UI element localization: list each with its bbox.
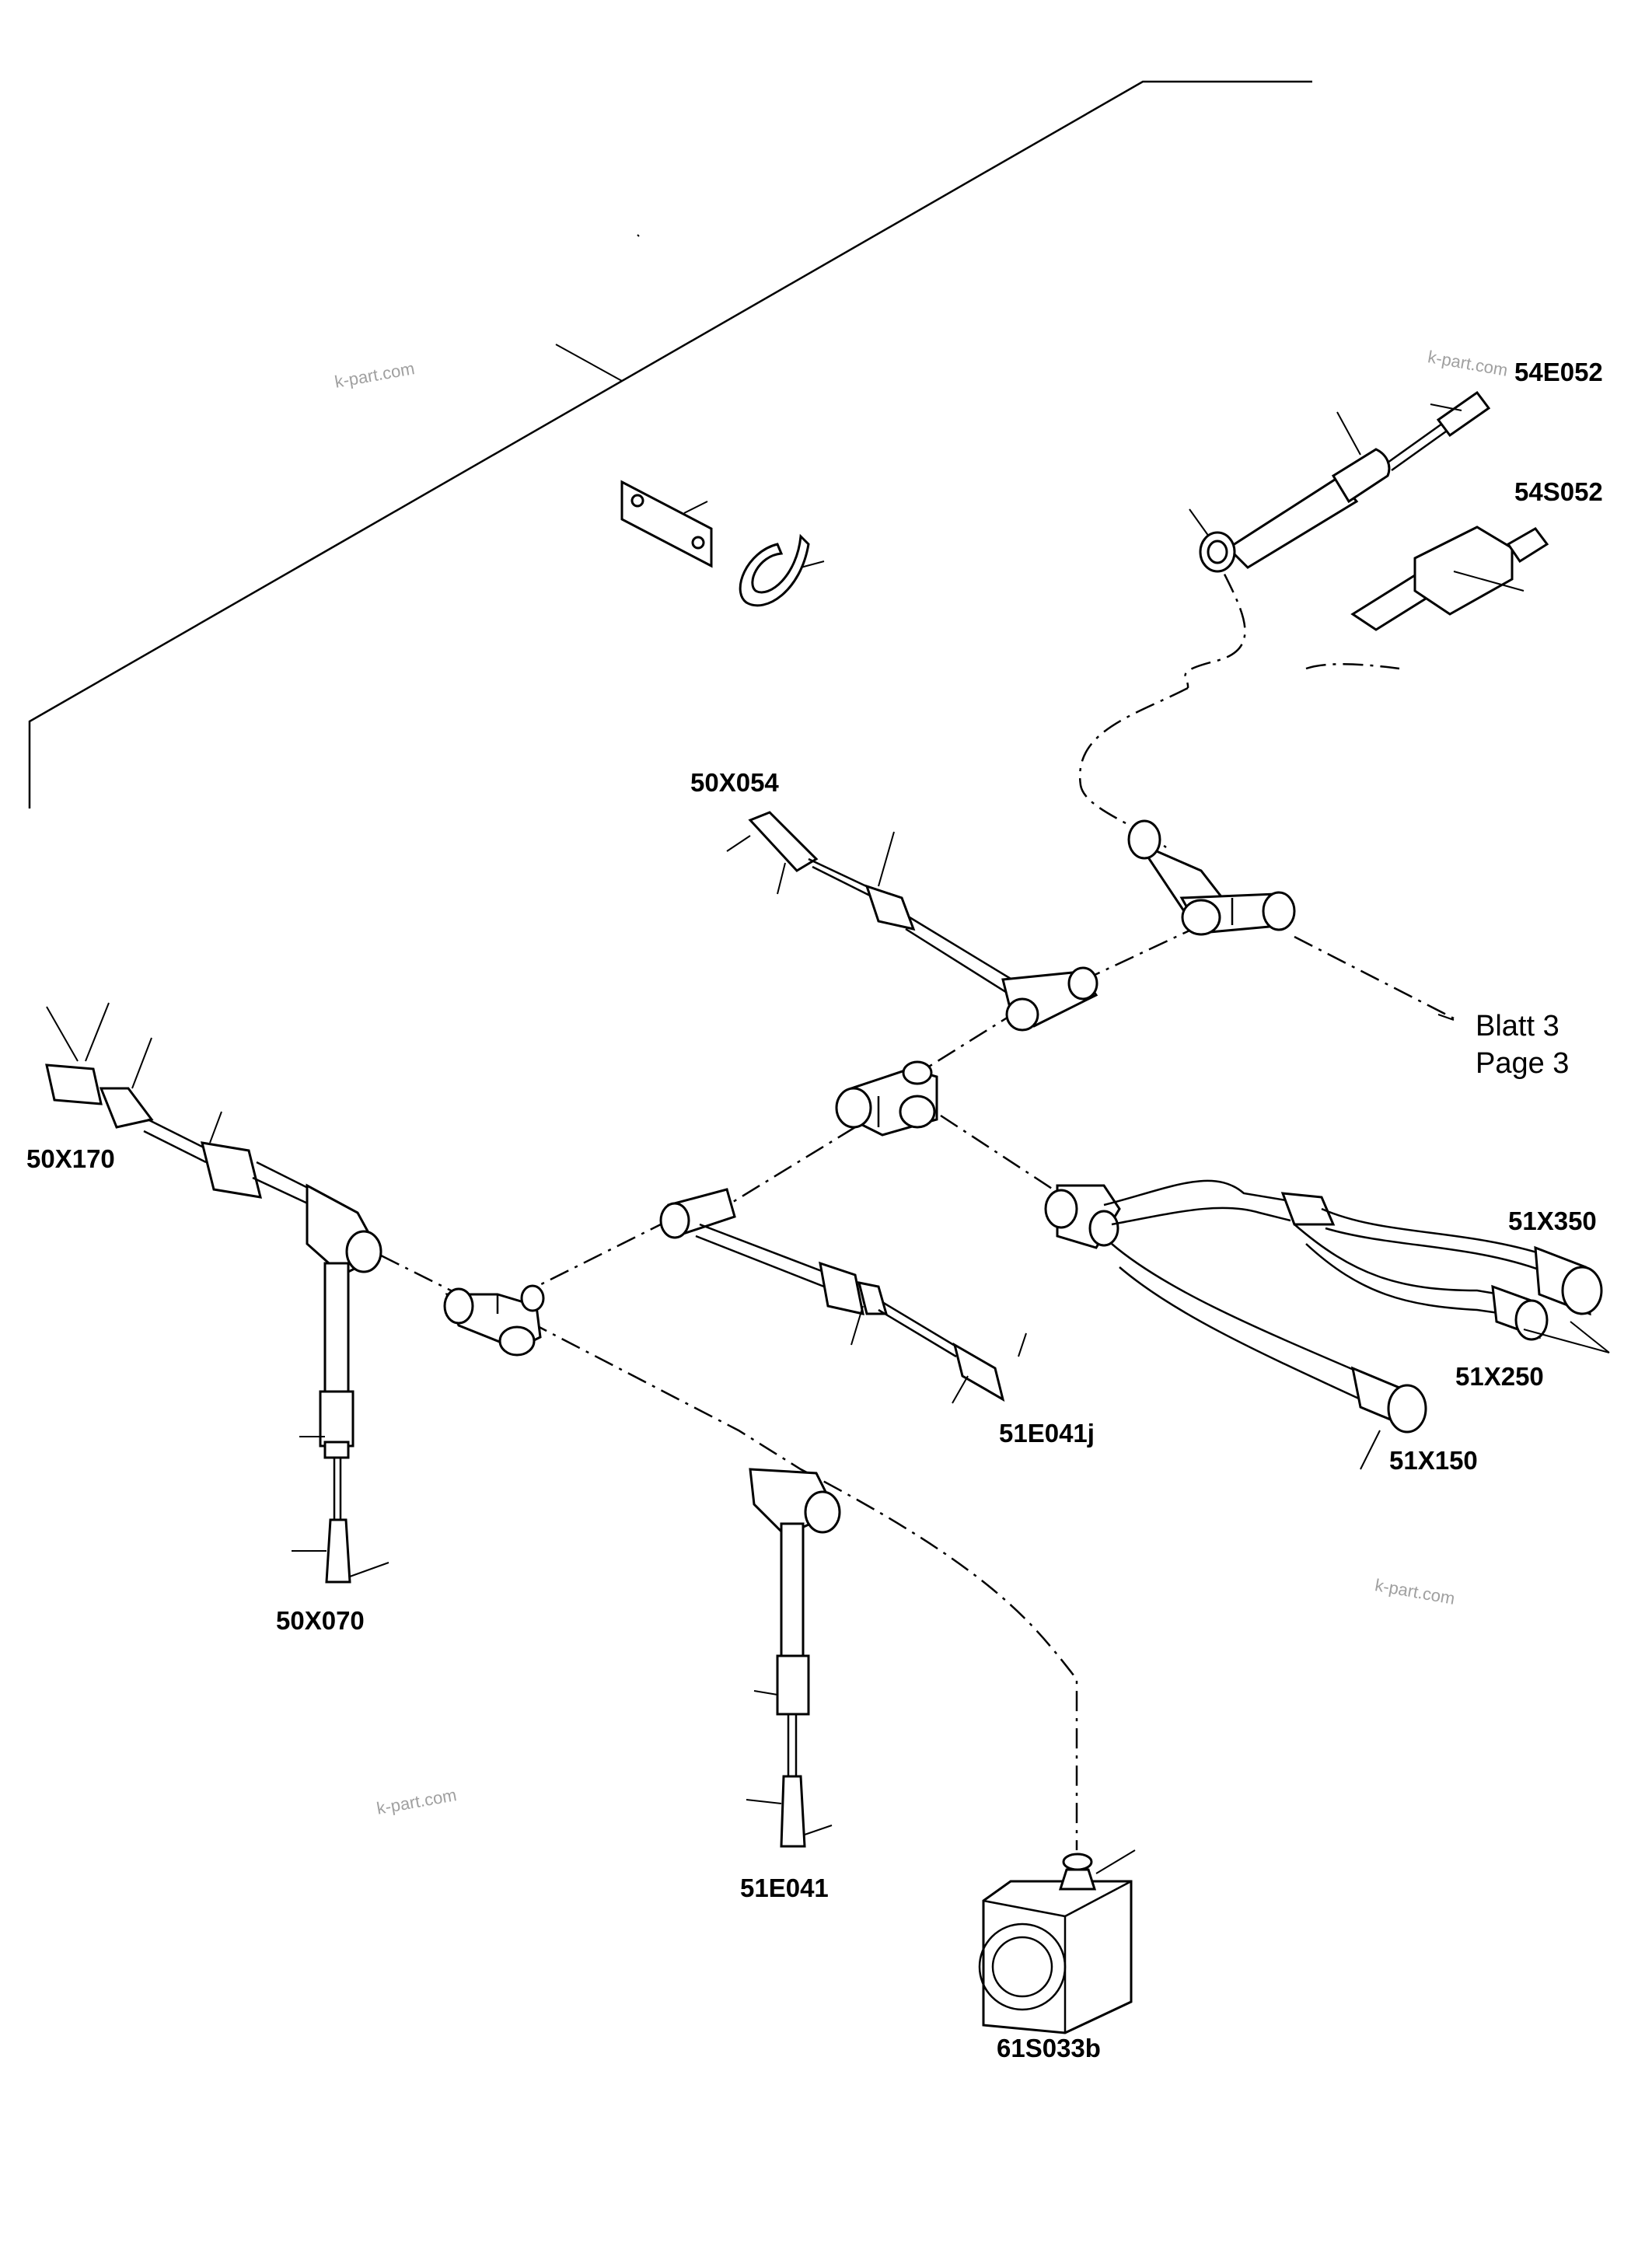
page-reference-leader xyxy=(1437,1014,1455,1021)
page-reference-blatt: Blatt 3 xyxy=(1476,1010,1559,1042)
part-51x-harness-assembly xyxy=(1044,1179,1610,1470)
plate-and-cable-tie xyxy=(620,480,825,607)
label-50x070: 50X070 xyxy=(276,1606,365,1635)
part-61s033b-assembly xyxy=(978,1849,1136,2034)
junction-t-center xyxy=(835,1060,938,1137)
junction-t-upper xyxy=(1127,819,1296,936)
part-54e052-assembly xyxy=(1189,390,1491,573)
label-51x250: 51X250 xyxy=(1455,1362,1544,1391)
label-51x350: 51X350 xyxy=(1508,1207,1597,1235)
label-51x150: 51X150 xyxy=(1389,1446,1478,1475)
label-54s052: 54S052 xyxy=(1514,477,1603,506)
cab-outline xyxy=(28,80,1312,808)
part-51e041j-assembly xyxy=(659,1188,1027,1404)
part-54s052-assembly xyxy=(1350,526,1549,631)
label-61s033b: 61S033b xyxy=(997,2034,1101,2062)
label-51e041j: 51E041j xyxy=(999,1419,1095,1448)
junction-t-left xyxy=(443,1284,545,1357)
page-reference-page: Page 3 xyxy=(1476,1047,1570,1080)
label-54e052: 54E052 xyxy=(1514,358,1603,386)
part-51e041-assembly xyxy=(746,1468,841,1848)
label-50x170: 50X170 xyxy=(26,1144,115,1173)
part-50x054-assembly xyxy=(726,811,1098,1032)
label-50x054: 50X054 xyxy=(690,768,779,797)
label-51e041: 51E041 xyxy=(740,1874,829,1902)
part-50x170-assembly xyxy=(45,1002,383,1276)
part-50x070-assembly xyxy=(292,1262,389,1584)
